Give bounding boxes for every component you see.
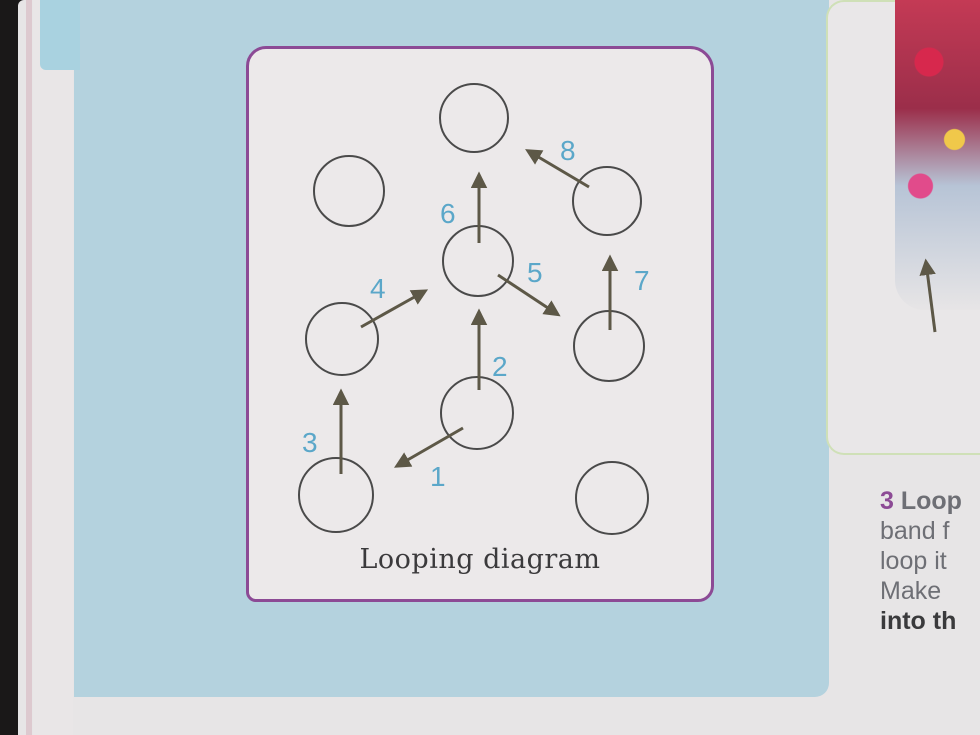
peg-circle	[313, 155, 385, 227]
arrow-label-5: 5	[527, 257, 543, 288]
side-arrow	[919, 258, 937, 333]
peg-circle	[439, 83, 509, 153]
peg-circle	[575, 461, 649, 535]
peg-circle	[305, 302, 379, 376]
page-edge	[26, 0, 32, 735]
step-line-5: into th	[880, 607, 957, 635]
step-3-text: 3 Loop band f loop it Make into th	[880, 486, 962, 636]
step-number: 3	[880, 487, 894, 515]
peg-circle	[298, 457, 374, 533]
peg-circle	[440, 376, 514, 450]
step-line-4: Make	[880, 577, 942, 605]
arrow-label-7: 7	[634, 265, 650, 296]
step-line-3: loop it	[880, 547, 947, 575]
arrow-label-1: 1	[430, 461, 446, 492]
page-margin	[33, 0, 73, 735]
arrow-label-8: 8	[560, 135, 576, 166]
arrow-label-2: 2	[492, 351, 508, 382]
diagram-caption: Looping diagram	[359, 544, 601, 575]
loom-photo	[895, 0, 980, 310]
arrow-4	[360, 289, 429, 329]
step-text-clip: 3 Loop band f loop it Make into th	[870, 480, 980, 680]
arrow-label-3: 3	[302, 427, 318, 458]
top-blue-strip	[40, 0, 80, 70]
step-line-2: band f	[880, 517, 950, 545]
arrow-label-4: 4	[370, 273, 386, 304]
step-line-1: Loop	[900, 487, 962, 515]
arrow-label-6: 6	[440, 198, 456, 229]
peg-circle	[572, 166, 642, 236]
arrow-8	[525, 149, 590, 189]
arrow-5	[497, 273, 561, 317]
arrow-1	[393, 426, 464, 468]
